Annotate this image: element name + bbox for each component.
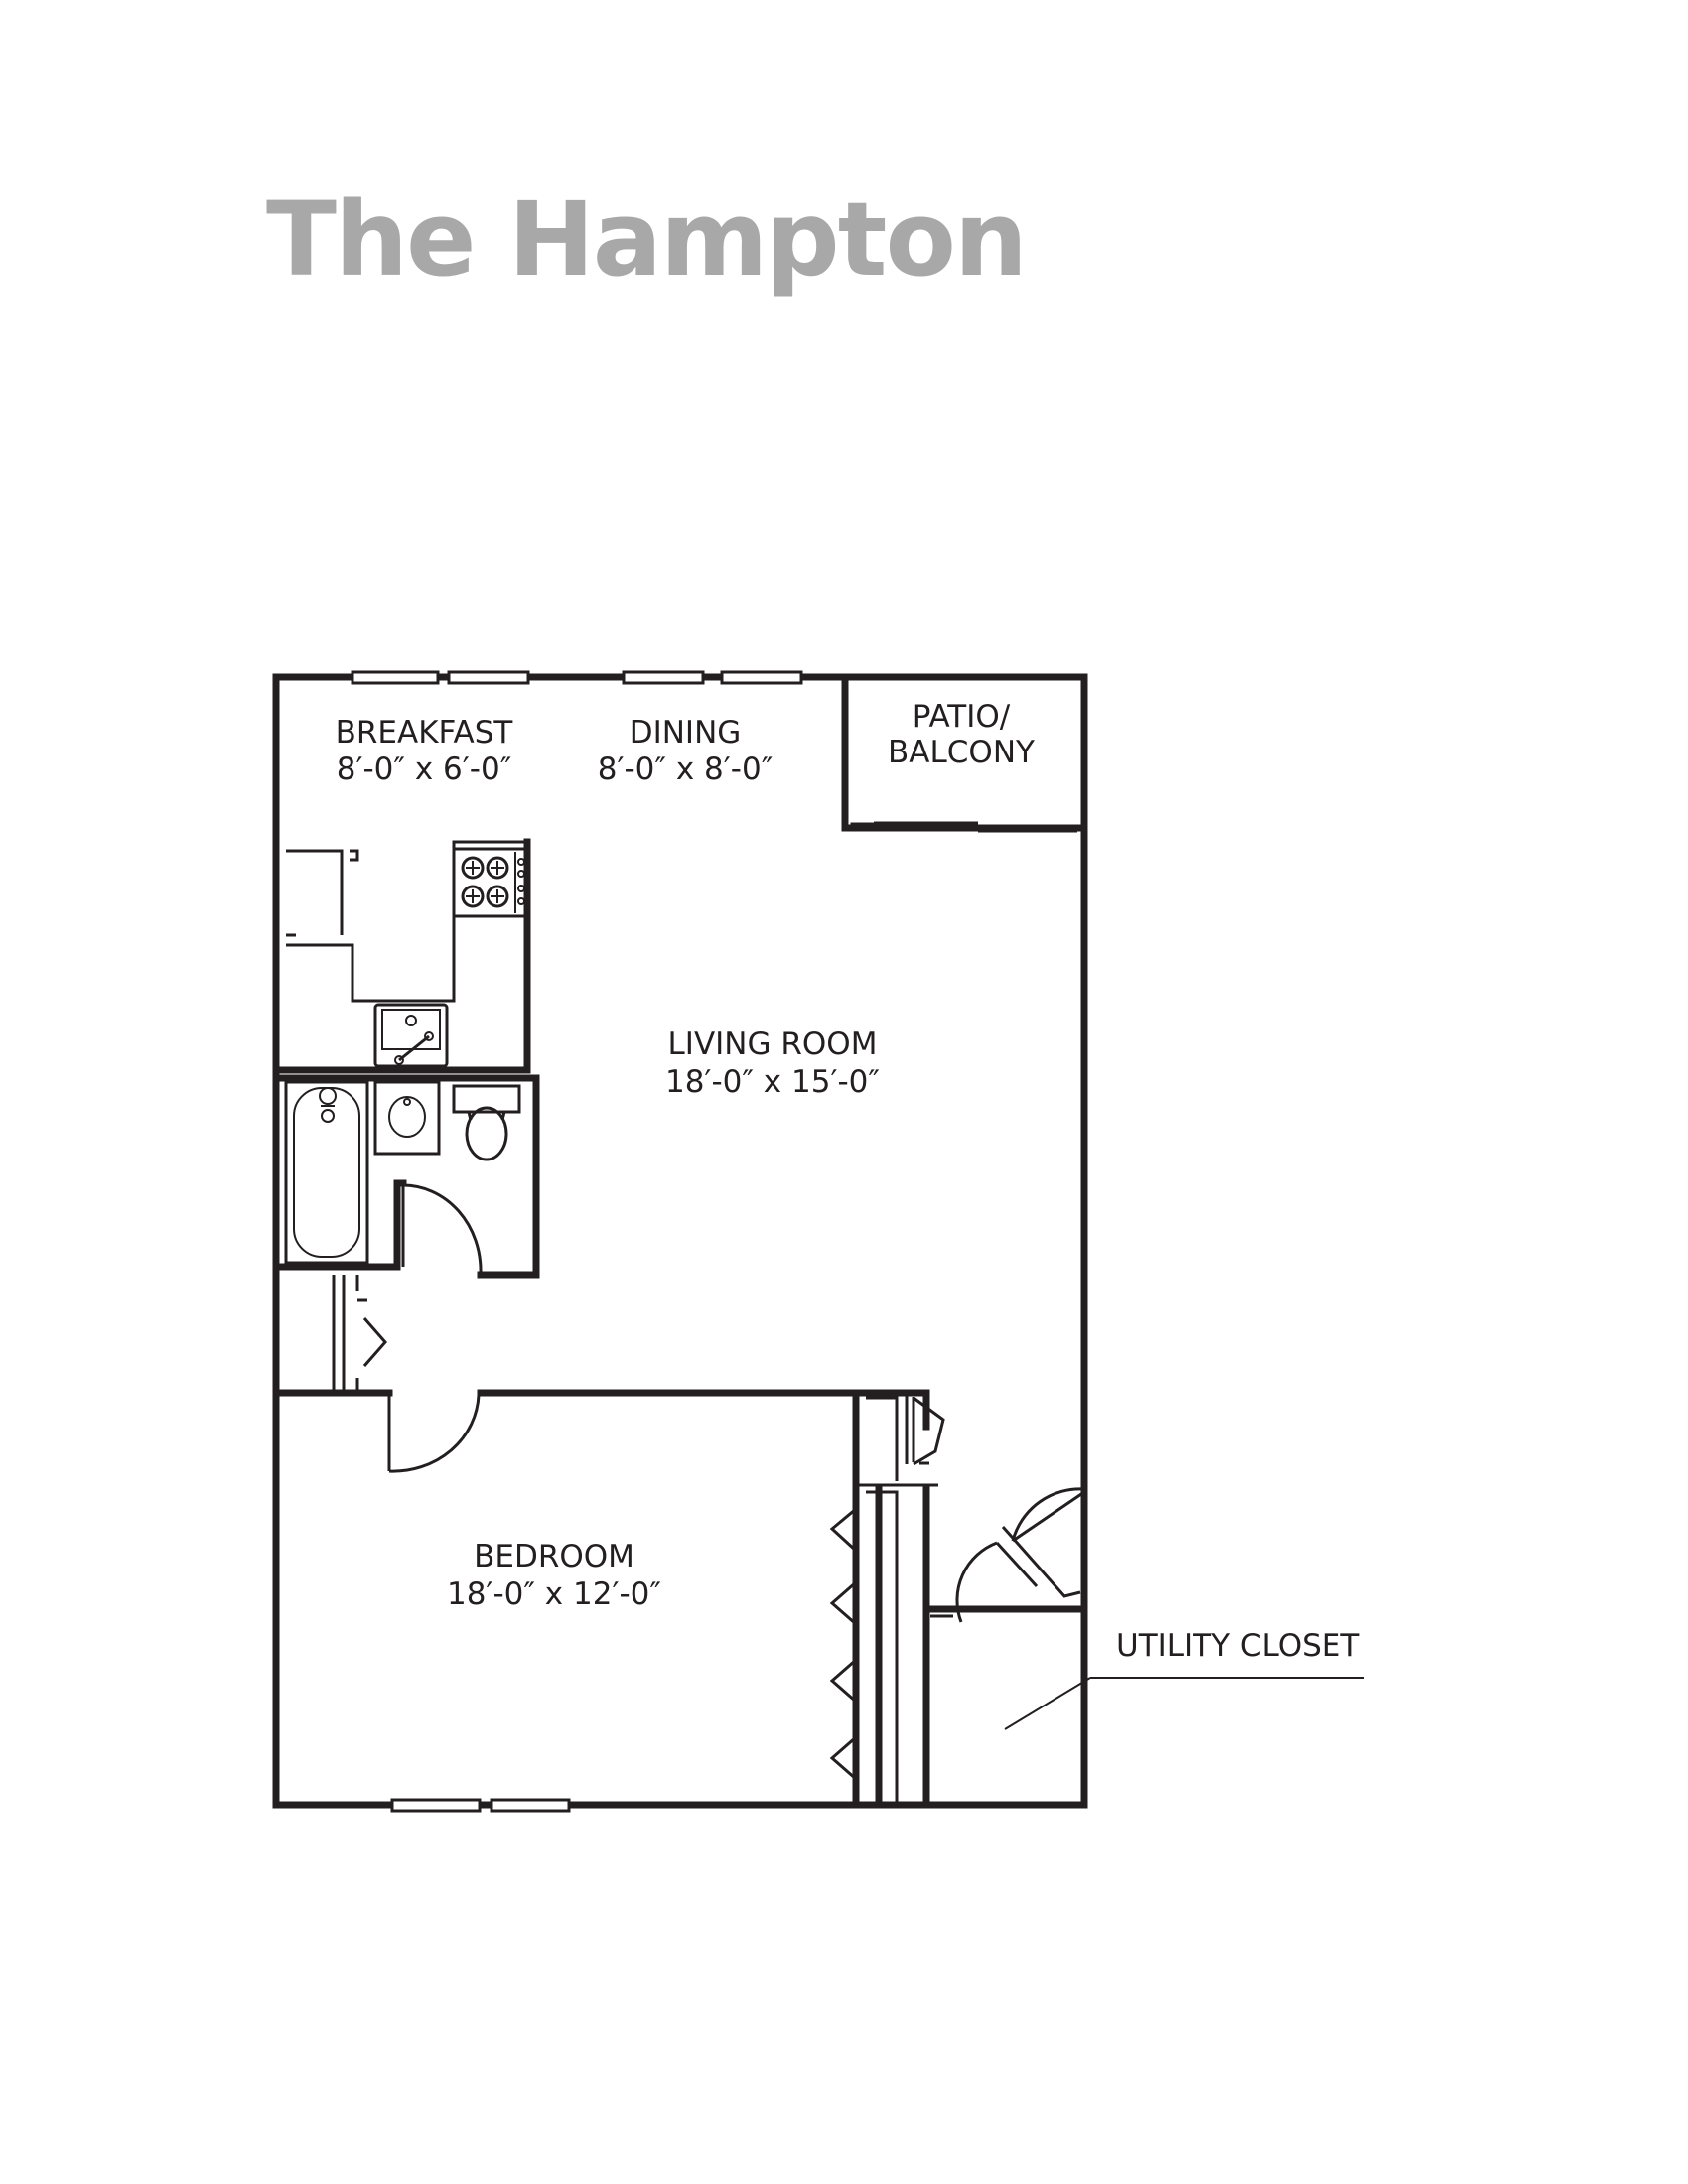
utility-closet-leader (1004, 1677, 1091, 1730)
balcony-label: BALCONY (888, 735, 1035, 770)
exterior-walls (272, 673, 1088, 1809)
hall-closet (332, 1275, 387, 1390)
window-breakfast-1 (351, 670, 440, 685)
room-labels: BREAKFAST 8′-0″ x 6′-0″ DINING 8′-0″ x 8… (336, 699, 1361, 1664)
bedroom-closet (829, 1389, 938, 1809)
bathtub-icon (284, 1080, 369, 1265)
dining-label: DINING (630, 715, 742, 751)
windows (351, 670, 803, 1813)
bedroom-label: BEDROOM (474, 1539, 634, 1574)
toilet-icon (452, 1084, 521, 1161)
window-dining-2 (720, 670, 803, 685)
bedroom-dimensions: 18′-0″ x 12′-0″ (447, 1576, 661, 1612)
window-bedroom-1 (390, 1798, 482, 1813)
bathroom-sink-icon (373, 1080, 441, 1156)
living-room-label: LIVING ROOM (668, 1026, 878, 1062)
dining-dimensions: 8′-0″ x 8′-0″ (598, 751, 774, 787)
plan-title: The Hampton (266, 179, 1028, 300)
bedroom-walls (279, 1389, 945, 1473)
breakfast-label: BREAKFAST (336, 715, 514, 751)
kitchen (279, 838, 531, 1074)
window-bedroom-2 (490, 1798, 571, 1813)
living-room-dimensions: 18′-0″ x 15′-0″ (665, 1064, 880, 1100)
bathroom (279, 1074, 540, 1279)
window-dining-1 (622, 670, 705, 685)
bathroom-door (401, 1183, 483, 1274)
patio-walls (841, 673, 1088, 833)
window-breakfast-2 (447, 670, 530, 685)
range-icon (452, 847, 529, 918)
patio-label: PATIO/ (913, 699, 1011, 735)
kitchen-sink-icon (373, 1003, 449, 1068)
utility-closet (922, 1487, 1364, 1730)
breakfast-dimensions: 8′-0″ x 6′-0″ (337, 751, 512, 787)
utility-closet-label: UTILITY CLOSET (1116, 1628, 1360, 1664)
